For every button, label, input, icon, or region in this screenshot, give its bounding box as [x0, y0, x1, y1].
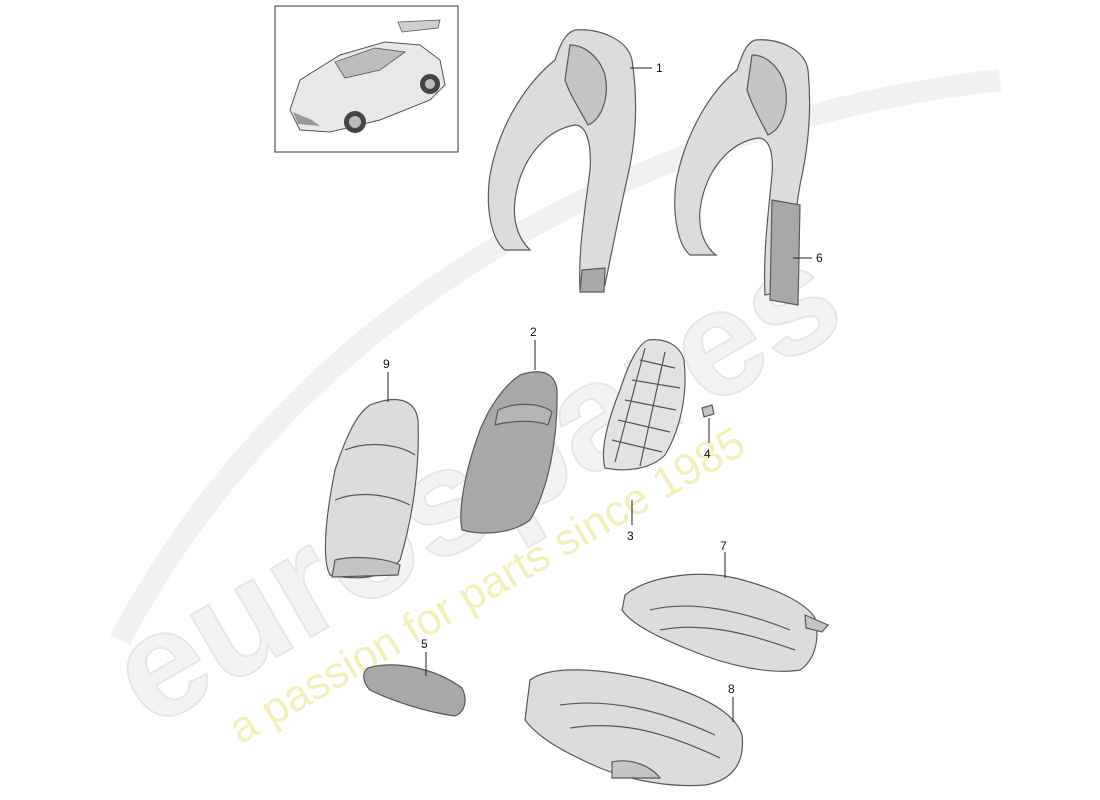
callout-6: 6 [816, 251, 823, 265]
callouts: 1 6 9 2 3 4 7 5 8 [383, 61, 823, 722]
part-seat-cushion-cover [621, 573, 829, 672]
vehicle-thumbnail [274, 5, 459, 153]
car-icon [289, 19, 446, 133]
part-backrest-shell-left [487, 29, 637, 293]
callout-4: 4 [704, 447, 711, 461]
part-backrest-cover [324, 398, 419, 579]
callout-5: 5 [421, 637, 428, 651]
part-backrest-frame [602, 339, 686, 471]
part-backrest-shell-right [674, 39, 811, 306]
callout-3: 3 [627, 529, 634, 543]
part-clip [701, 404, 715, 418]
callout-2: 2 [530, 325, 537, 339]
callout-9: 9 [383, 357, 390, 371]
watermark-swoosh [110, 69, 1002, 646]
callout-8: 8 [728, 682, 735, 696]
callout-1: 1 [656, 61, 663, 75]
callout-7: 7 [720, 539, 727, 553]
part-backrest-pad [460, 371, 558, 534]
part-seat-cushion-foam [524, 669, 744, 787]
part-bolster-pad [363, 664, 466, 717]
